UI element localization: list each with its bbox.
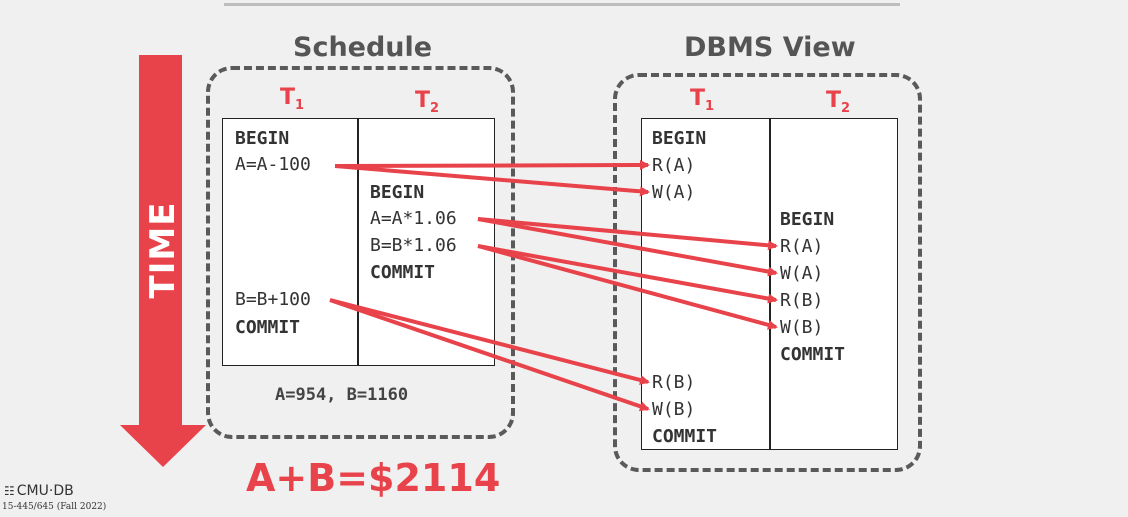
- top-rule: [224, 3, 900, 6]
- arrow-t2-read-b: [477, 244, 778, 304]
- arrow-t2-write-a: [477, 217, 778, 277]
- database-icon: ☷: [4, 484, 15, 498]
- dbms-t1-op: COMMIT: [652, 426, 718, 447]
- schedule-t2-op: COMMIT: [370, 262, 436, 283]
- dbms-t1-op: BEGIN: [652, 128, 707, 149]
- arrow-t2-write-b: [477, 244, 778, 330]
- dbms-t1-op: W(B): [652, 399, 696, 420]
- schedule-table: [222, 118, 495, 366]
- schedule-t2-op: B=B*1.06: [370, 235, 457, 256]
- time-arrow: [120, 55, 206, 467]
- schedule-t1-op: A=A-100: [235, 154, 311, 175]
- arrow-t1-read-b: [329, 298, 650, 385]
- schedule-t1-op: COMMIT: [235, 317, 301, 338]
- arrow-t2-read-a: [477, 217, 778, 251]
- schedule-title: Schedule: [293, 32, 433, 63]
- schedule-t1-op: B=B+100: [235, 289, 311, 310]
- dbms-t1-op: R(B): [652, 372, 696, 393]
- cmu-db-logo: ☷CMU·DB: [4, 483, 74, 499]
- dbms-t2-op: R(A): [780, 236, 824, 257]
- course-label: 15-445/645 (Fall 2022): [2, 502, 107, 512]
- schedule-t1-label: T1: [280, 85, 305, 113]
- dbms-t2-op: W(A): [780, 263, 824, 284]
- arrow-t1-read-a: [334, 160, 650, 171]
- arrow-t1-write-b: [329, 298, 650, 412]
- arrow-t1-write-a: [334, 164, 650, 197]
- dbms-t2-op: COMMIT: [780, 344, 846, 365]
- dbms-t2-op: W(B): [780, 317, 824, 338]
- dbms-t1-op: W(A): [652, 182, 696, 203]
- dbms-view-title: DBMS View: [684, 32, 856, 63]
- schedule-t2-op: A=A*1.06: [370, 208, 457, 229]
- schedule-column-divider: [357, 119, 359, 365]
- dbms-column-divider: [769, 119, 771, 449]
- schedule-t2-label: T2: [415, 88, 440, 116]
- schedule-t1-op: BEGIN: [235, 128, 290, 149]
- sum-result: A+B=$2114: [246, 456, 501, 500]
- dbms-t1-label: T1: [690, 86, 715, 114]
- dbms-t2-label: T2: [826, 88, 851, 116]
- dbms-t2-op: R(B): [780, 290, 824, 311]
- dbms-t2-op: BEGIN: [780, 209, 835, 230]
- dbms-t1-op: R(A): [652, 155, 696, 176]
- schedule-t2-op: BEGIN: [370, 182, 425, 203]
- schedule-result: A=954, B=1160: [275, 385, 409, 405]
